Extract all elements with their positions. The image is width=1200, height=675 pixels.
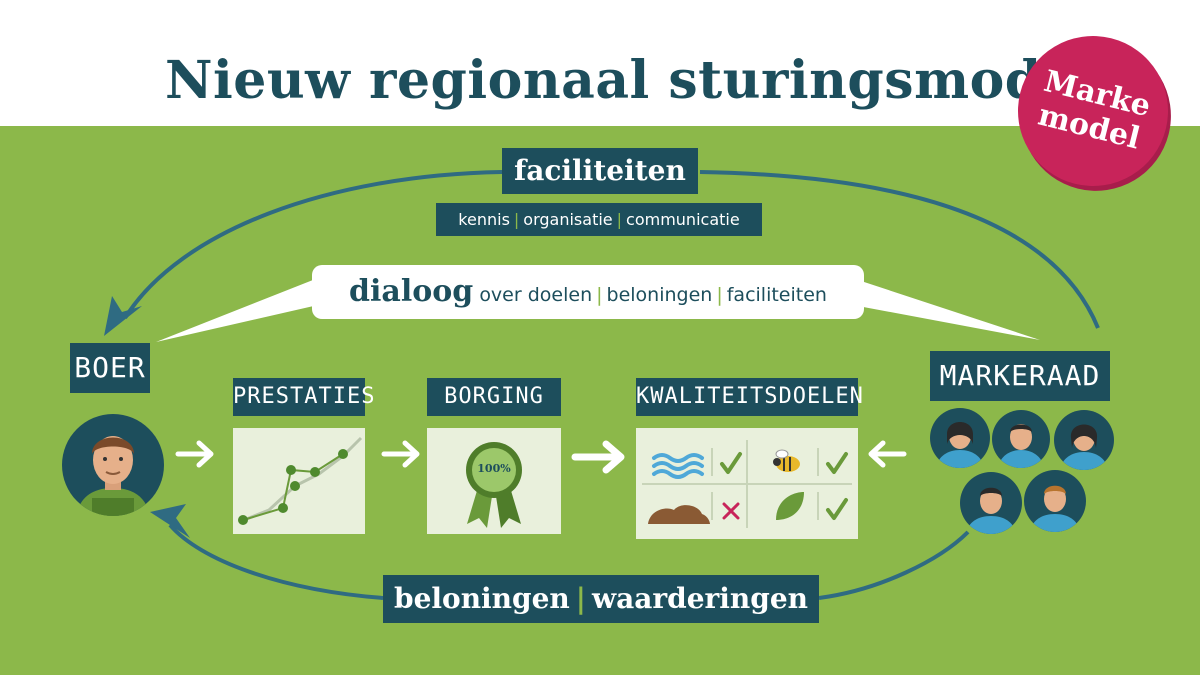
separator: |	[513, 210, 520, 229]
separator: |	[575, 582, 586, 615]
performance-graph-icon	[238, 436, 363, 525]
step-arrow-3	[571, 440, 625, 474]
boer-label: BOER	[70, 343, 150, 393]
prestaties-card	[233, 428, 365, 534]
kwaliteitsdoelen-card	[636, 428, 858, 539]
person-icon	[1054, 410, 1114, 470]
header-band	[0, 0, 1200, 126]
dialog-item2: beloningen	[606, 284, 713, 306]
check-icon	[720, 452, 742, 474]
council-member-avatar	[1024, 470, 1086, 532]
cross-icon	[722, 502, 740, 520]
bottom-cycle-arc-left	[168, 523, 384, 600]
farmer-avatar	[62, 414, 164, 516]
council-member-avatar	[1054, 410, 1114, 470]
prestaties-label: PRESTATIES	[233, 378, 374, 416]
separator: |	[616, 210, 623, 229]
borging-card: 100%	[427, 428, 561, 534]
markeraad-label: MARKERAAD	[930, 351, 1110, 401]
faciliteiten-label: faciliteiten	[502, 148, 698, 194]
step-arrow-2	[381, 440, 420, 468]
bee-icon	[773, 449, 800, 472]
dialog-tail-right	[858, 280, 1040, 340]
kwaliteitsdoelen-label: KWALITEITSDOELEN	[636, 378, 863, 416]
water-icon	[652, 453, 704, 479]
sub-communicatie: communicatie	[626, 210, 740, 229]
person-icon	[960, 472, 1022, 534]
beloningen-waarderingen-label: beloningen|waarderingen	[383, 575, 819, 623]
person-icon	[992, 410, 1050, 468]
person-icon	[930, 408, 990, 468]
dialog-bubble: dialoog over doelen|beloningen|facilitei…	[312, 265, 864, 319]
boer-arrowhead-bottom	[150, 504, 190, 538]
seal-text: 100%	[477, 462, 511, 475]
separator: |	[716, 284, 723, 306]
council-member-avatar	[930, 408, 990, 468]
check-icon	[826, 452, 848, 474]
step-arrow-1	[175, 440, 214, 468]
sub-organisatie: organisatie	[523, 210, 613, 229]
sub-kennis: kennis	[458, 210, 510, 229]
top-cycle-arc-left	[123, 170, 503, 320]
leaf-icon	[776, 492, 804, 520]
council-member-avatar	[960, 472, 1022, 534]
dialog-item3: faciliteiten	[726, 284, 827, 306]
quality-goals-grid	[642, 440, 852, 528]
soil-icon	[648, 505, 710, 524]
faciliteiten-subtitle: kennis|organisatie|communicatie	[436, 203, 762, 236]
borging-label: BORGING	[427, 378, 561, 416]
person-icon	[1024, 470, 1086, 532]
bottom-right-text: waarderingen	[591, 582, 809, 615]
dialog-tail-left	[156, 278, 318, 342]
bottom-cycle-arc	[818, 530, 970, 600]
seal-ribbon-icon	[466, 442, 522, 528]
page-title: Nieuw regionaal sturingsmodel	[165, 50, 1096, 111]
boer-arrowhead-top	[104, 296, 142, 336]
separator: |	[596, 284, 603, 306]
dialog-rest: over doelen	[479, 284, 593, 306]
step-arrow-4	[868, 440, 907, 468]
top-cycle-arc	[699, 170, 1100, 329]
bottom-left-text: beloningen	[393, 582, 570, 615]
farmer-icon	[62, 414, 164, 516]
dialog-bold: dialoog	[349, 274, 474, 309]
council-member-avatar	[992, 410, 1050, 468]
check-icon	[826, 498, 848, 520]
